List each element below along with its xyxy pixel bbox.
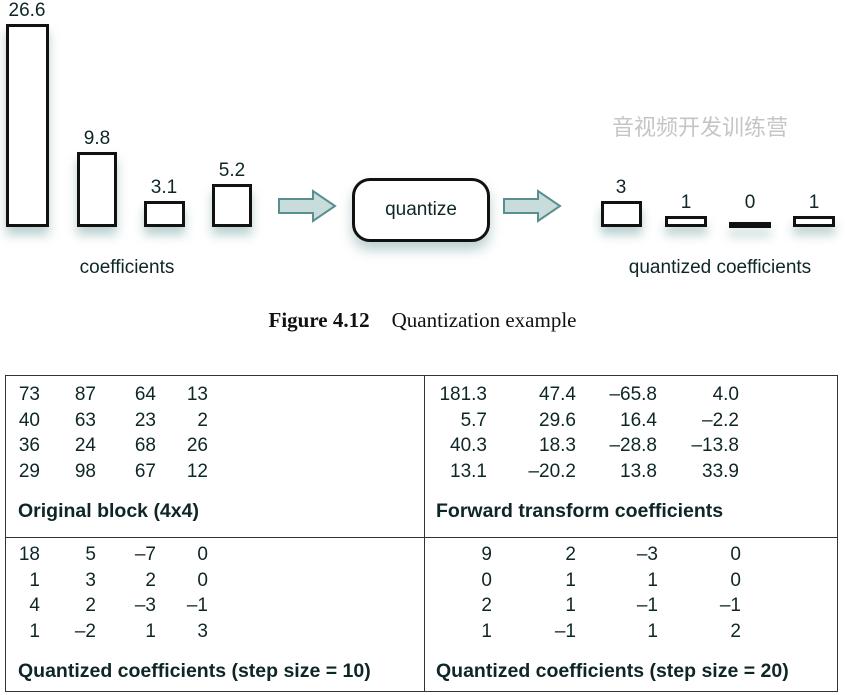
panel-title: Quantized coefficients (step size = 10): [18, 660, 371, 682]
table-cell: 13.8: [620, 460, 657, 482]
quantized-value: 3: [615, 177, 627, 198]
table-cell: –2: [74, 620, 96, 642]
caption-number: Figure 4.12: [268, 308, 370, 332]
table-cell: 33.9: [702, 460, 739, 482]
table-cell: 0: [730, 544, 741, 565]
coefficient-bar: [144, 201, 185, 227]
vertical-divider: [424, 376, 425, 691]
panel-title: Forward transform coefficients: [436, 500, 724, 522]
quantized-bar: [601, 201, 642, 227]
table-cell: 9: [481, 544, 492, 565]
table-cell: 2: [85, 595, 96, 616]
table-cell: 73: [18, 384, 40, 405]
coefficient-bar: [6, 24, 49, 227]
table-cell: 63: [74, 409, 96, 431]
table-cell: 1: [647, 569, 658, 591]
quantized-value: 0: [744, 192, 756, 213]
table-cell: 64: [134, 384, 156, 405]
horizontal-divider: [6, 537, 837, 538]
table-cell: 1: [481, 620, 492, 642]
table-cell: –2.2: [702, 409, 739, 431]
panel-title: Quantized coefficients (step size = 20): [436, 660, 789, 682]
coefficient-value: 5.2: [218, 160, 246, 181]
table-cell: 16.4: [620, 409, 657, 431]
coefficient-bar: [212, 184, 252, 227]
table-cell: –3: [636, 544, 658, 565]
table-cell: 181.3: [439, 384, 487, 405]
table-cell: 5.7: [460, 409, 487, 431]
coefficient-value: 9.8: [83, 128, 111, 149]
quantized-bar: [665, 216, 707, 227]
table-cell: 13: [186, 384, 208, 405]
table-cell: 36: [18, 435, 40, 456]
quantized-coefficients-label: quantized coefficients: [628, 257, 812, 278]
table-cell: 18.3: [539, 435, 576, 456]
table-cell: 0: [197, 544, 208, 565]
table-cell: 98: [74, 460, 96, 482]
table-cell: 0: [730, 569, 741, 591]
table-cell: 87: [74, 384, 96, 405]
coefficient-value: 26.6: [8, 0, 46, 21]
table-cell: –7: [134, 544, 156, 565]
table-cell: 68: [134, 435, 156, 456]
table-cell: –1: [554, 620, 576, 642]
quantized-bar: [729, 222, 771, 228]
caption-text: Quantization example: [391, 308, 577, 332]
table-cell: 40: [18, 409, 40, 431]
table-cell: 40.3: [450, 435, 487, 456]
quantized-value: 1: [808, 192, 820, 213]
table-cell: 29.6: [539, 409, 576, 431]
table-cell: 3: [85, 569, 96, 591]
quantized-value: 1: [680, 192, 692, 213]
coefficient-value: 3.1: [150, 177, 178, 198]
table-cell: –1: [186, 595, 208, 616]
table-cell: 13.1: [450, 460, 487, 482]
table-cell: 2: [197, 409, 208, 431]
table-cell: –1: [719, 595, 741, 616]
table-cell: 23: [134, 409, 156, 431]
table-cell: 29: [18, 460, 40, 482]
table-cell: 1: [29, 569, 40, 591]
coefficients-label: coefficients: [79, 257, 175, 278]
table-cell: 67: [134, 460, 156, 482]
arrow-right-icon: [278, 189, 337, 223]
table-cell: 2: [481, 595, 492, 616]
table-cell: 1: [565, 595, 576, 616]
table-cell: –65.8: [609, 384, 657, 405]
table-cell: 26: [186, 435, 208, 456]
table-cell: 1: [29, 620, 40, 642]
table-cell: 12: [186, 460, 208, 482]
table-cell: 4: [29, 595, 40, 616]
figure-caption: Figure 4.12 Quantization example: [0, 308, 845, 333]
table-cell: 5: [85, 544, 96, 565]
table-cell: 1: [647, 620, 658, 642]
table-cell: –13.8: [691, 435, 739, 456]
coefficient-bar: [77, 152, 117, 227]
table-cell: –1: [636, 595, 658, 616]
table-cell: 18: [18, 544, 40, 565]
watermark: 音视频开发训练营: [612, 116, 789, 141]
table-cell: –20.2: [528, 460, 576, 482]
arrow-right-icon: [503, 189, 562, 223]
table-cell: –28.8: [609, 435, 657, 456]
table-cell: 0: [197, 569, 208, 591]
quantize-process-box: quantize: [352, 178, 490, 242]
panel-title: Original block (4x4): [18, 500, 199, 522]
table-cell: 1: [145, 620, 156, 642]
table-cell: 3: [197, 620, 208, 642]
table-cell: 0: [481, 569, 492, 591]
table-cell: –3: [134, 595, 156, 616]
table-cell: 2: [145, 569, 156, 591]
quantized-bar: [793, 216, 835, 227]
table-cell: 47.4: [539, 384, 576, 405]
table-cell: 1: [565, 569, 576, 591]
table-cell: 2: [565, 544, 576, 565]
table-cell: 24: [74, 435, 96, 456]
table-cell: 4.0: [712, 384, 739, 405]
table-cell: 2: [730, 620, 741, 642]
